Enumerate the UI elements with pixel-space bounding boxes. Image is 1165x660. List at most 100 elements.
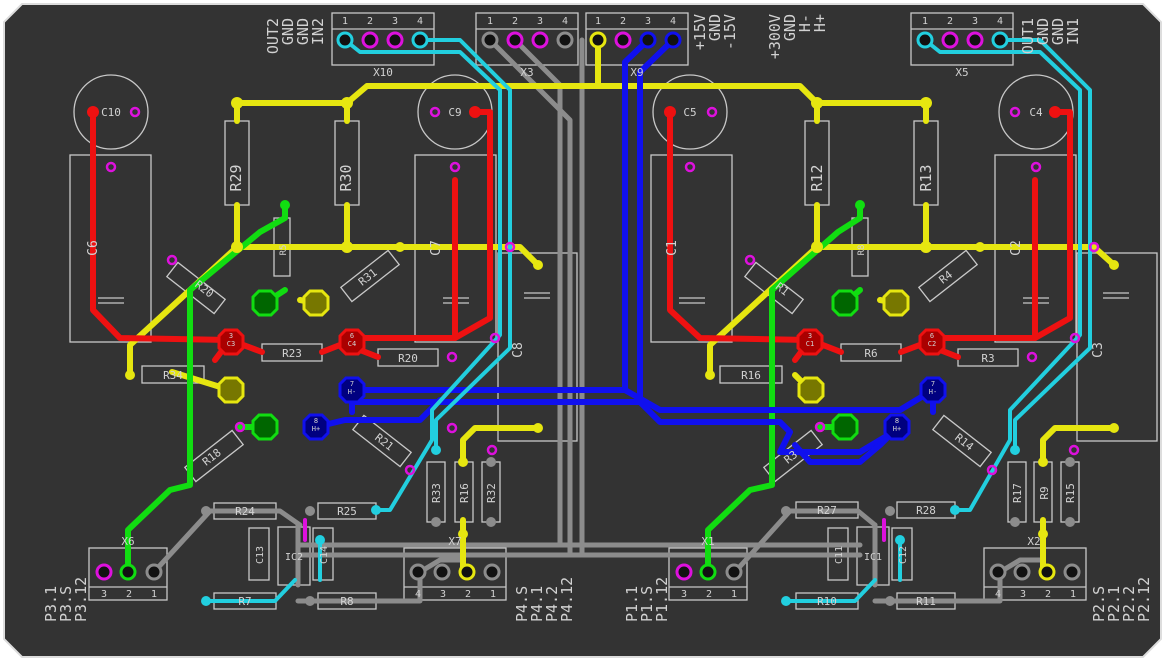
pads-layer: [87, 31, 1119, 606]
component-ref: R20: [398, 352, 418, 365]
signal-label: GND: [294, 18, 312, 45]
pin-number: 3: [972, 16, 978, 27]
pin-number: 1: [595, 16, 601, 27]
component-ref: R6: [864, 347, 877, 360]
pin-number: 4: [670, 16, 676, 27]
pin-number: 4: [995, 589, 1001, 600]
component-ref: R27: [817, 504, 837, 517]
signal-label: GND: [781, 14, 799, 41]
signal-label: GND: [1034, 18, 1052, 45]
connector-signal-labels: OUT2GNDGNDIN2+15VGND-15V+300VGNDH-H+OUT1…: [42, 14, 1153, 622]
transistor-lbl: C2: [928, 340, 936, 348]
pin-number: 2: [620, 16, 626, 27]
pin-number: 1: [151, 589, 157, 600]
component-ref: C4: [1029, 106, 1043, 119]
pin-number: 3: [645, 16, 651, 27]
component-ref: C13: [255, 546, 266, 564]
transistor-num: 3: [229, 332, 233, 340]
pin-number: 3: [681, 589, 687, 600]
component-ref: R5: [279, 245, 289, 256]
pin-number: 3: [1020, 589, 1026, 600]
signal-label: P3.12: [72, 577, 90, 622]
component-ref: R8: [340, 595, 353, 608]
ref-x9: X9: [630, 66, 643, 79]
transistor-num: 7: [350, 380, 354, 388]
component-ref: R15: [1064, 483, 1077, 503]
signal-label: H+: [811, 14, 829, 32]
signal-label: IN2: [309, 18, 327, 45]
pin-number: 2: [947, 16, 953, 27]
transistor-num: 8: [314, 417, 318, 425]
pin-number: 3: [537, 16, 543, 27]
pin-number: 2: [1045, 589, 1051, 600]
component-ref: C3: [1091, 342, 1106, 358]
ref-x3: X3: [520, 66, 533, 79]
signal-label: IN1: [1064, 18, 1082, 45]
transistor-num: 8: [895, 417, 899, 425]
component-ref: R24: [235, 505, 255, 518]
transistor-lbl: H+: [893, 425, 901, 433]
pin-number: 3: [101, 589, 107, 600]
signal-label: P2.1: [1105, 586, 1123, 622]
pin-number: 1: [490, 589, 496, 600]
ref-x1: X1: [701, 535, 714, 548]
signal-label: P4.1: [528, 586, 546, 622]
transistor-num: 6: [350, 332, 354, 340]
component-ref: R9: [1038, 486, 1051, 499]
component-ref: R11: [916, 595, 936, 608]
pin-number: 2: [126, 589, 132, 600]
component-ref: C10: [101, 106, 121, 119]
ref-x10: X10: [373, 66, 393, 79]
ref-x7: X7: [448, 535, 461, 548]
signal-label: P4.12: [558, 577, 576, 622]
signal-label: P2.2: [1120, 586, 1138, 622]
signal-label: P3.1: [42, 586, 60, 622]
transistor-lbl: H-: [348, 388, 356, 396]
component-ref: C1: [665, 240, 680, 256]
component-ref: R10: [817, 595, 837, 608]
component-ref: C7: [429, 240, 444, 256]
signal-label: P3.S: [57, 586, 75, 622]
signal-label: P1.12: [653, 577, 671, 622]
transistor-lbl: H-: [929, 388, 937, 396]
component-ref: R7: [238, 595, 251, 608]
component-ref: C2: [1009, 240, 1024, 256]
component-ref: R29: [227, 164, 245, 191]
component-ref: R33: [430, 483, 443, 503]
component-ref: R16: [458, 483, 471, 503]
component-ref: C11: [834, 546, 845, 564]
component-ref: R30: [337, 164, 355, 191]
component-ref: C5: [683, 106, 696, 119]
pin-number: 1: [342, 16, 348, 27]
signal-label: +15V: [691, 14, 709, 50]
pin-number: 4: [997, 16, 1003, 27]
signal-label: OUT1: [1019, 18, 1037, 54]
signal-label: GND: [1049, 18, 1067, 45]
component-ref: R25: [337, 505, 357, 518]
pin-number: 3: [440, 589, 446, 600]
transistor-num: 3: [808, 332, 812, 340]
component-ref: R1: [773, 280, 791, 298]
signal-label: P2.12: [1135, 577, 1153, 622]
component-ref: R17: [1011, 483, 1024, 503]
ref-x5: X5: [955, 66, 968, 79]
pin-number: 1: [1070, 589, 1076, 600]
component-ref: R8: [857, 245, 867, 256]
signal-label: OUT2: [264, 18, 282, 54]
component-ref: C9: [448, 106, 461, 119]
pin-number: 4: [415, 589, 421, 600]
signal-label: P1.S: [638, 586, 656, 622]
signal-label: GND: [706, 14, 724, 41]
pin-number: 2: [512, 16, 518, 27]
pin-number: 3: [392, 16, 398, 27]
signal-label: +300V: [766, 14, 784, 59]
ref-x6: X6: [121, 535, 134, 548]
pin-number: 2: [706, 589, 712, 600]
transistor-lbl: C3: [227, 340, 235, 348]
signal-label: -15V: [721, 14, 739, 50]
signal-label: P2.S: [1090, 586, 1108, 622]
component-ref: R16: [741, 369, 761, 382]
